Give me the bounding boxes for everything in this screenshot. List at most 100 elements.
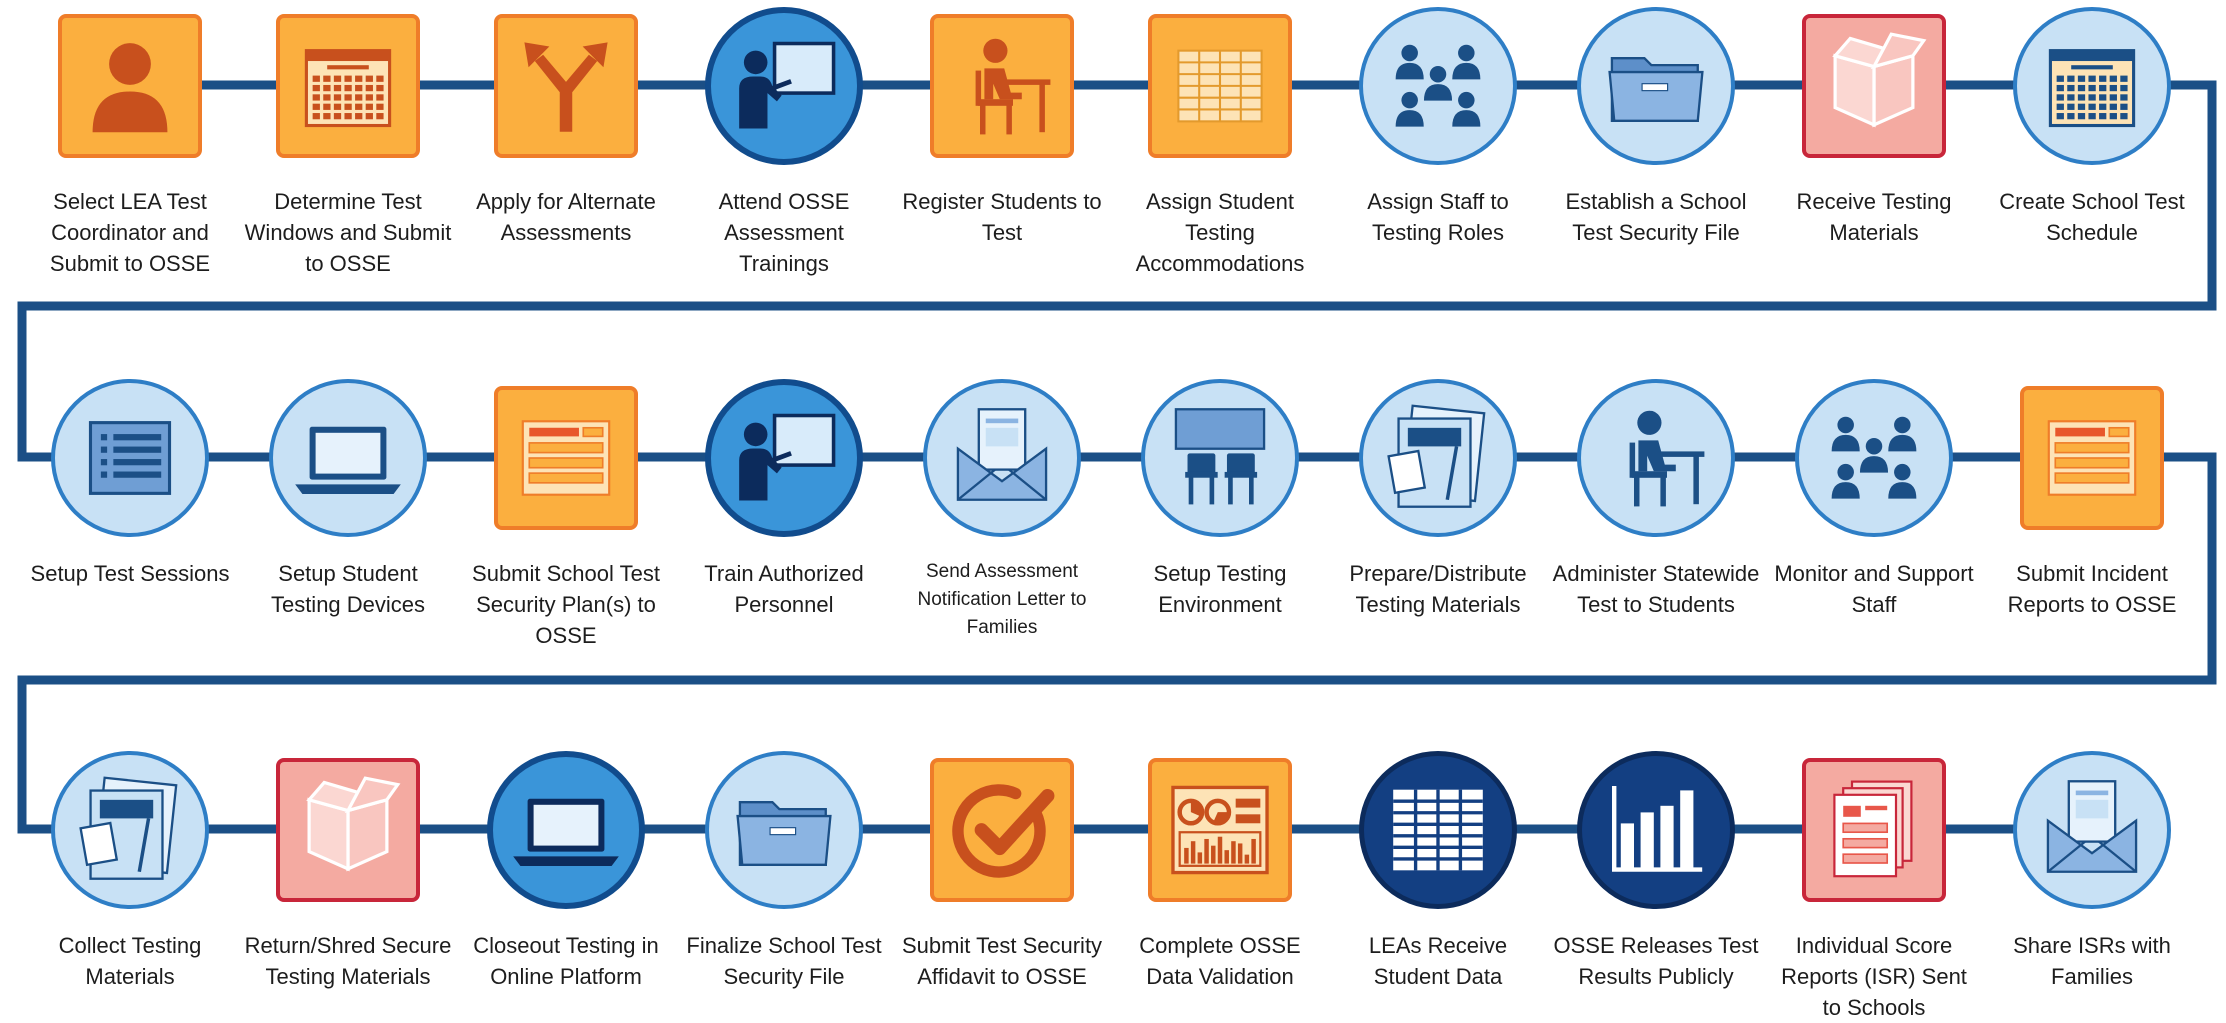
step-label: Establish a School Test Security File	[1565, 189, 1747, 245]
spreadsheet-icon	[1148, 14, 1292, 158]
step-icon-badge	[1140, 378, 1300, 538]
people-group-icon	[1359, 7, 1517, 165]
flow-step: Setup Testing Environment	[1115, 378, 1325, 638]
step-label: Setup Student Testing Devices	[270, 561, 426, 617]
step-icon-badge	[1794, 6, 1954, 166]
step-label: Determine Test Windows and Submit to OSS…	[244, 189, 452, 276]
step-icon-badge	[1576, 378, 1736, 538]
step-icon-badge	[1794, 378, 1954, 538]
step-icon-badge	[268, 378, 428, 538]
flow-step: Share ISRs with Families	[1987, 750, 2197, 1010]
step-label: OSSE Releases Test Results Publicly	[1553, 933, 1759, 989]
step-icon-badge	[1358, 378, 1518, 538]
flow-step: Submit Incident Reports to OSSE	[1987, 378, 2197, 638]
step-icon-badge	[2012, 6, 2172, 166]
flow-step: Apply for Alternate Assessments	[461, 6, 671, 266]
calendar-icon	[2013, 7, 2171, 165]
step-icon-badge	[1576, 750, 1736, 910]
flow-step: Setup Student Testing Devices	[243, 378, 453, 638]
step-label: Submit Test Security Affidavit to OSSE	[901, 933, 1103, 989]
flow-step: Complete OSSE Data Validation	[1115, 750, 1325, 1010]
folder-icon	[1577, 7, 1735, 165]
step-label: Collect Testing Materials	[58, 933, 202, 989]
step-label: Prepare/Distribute Testing Materials	[1349, 561, 1527, 617]
step-label: Setup Testing Environment	[1153, 561, 1287, 617]
step-label: Assign Staff to Testing Roles	[1367, 189, 1509, 245]
people-group-icon	[1795, 379, 1953, 537]
step-icon-badge	[268, 750, 428, 910]
step-label: Select LEA Test Coordinator and Submit t…	[49, 189, 211, 276]
step-icon-badge	[486, 378, 646, 538]
step-label: Apply for Alternate Assessments	[476, 189, 656, 245]
flow-step: Individual Score Reports (ISR) Sent to S…	[1769, 750, 1979, 1020]
laptop-icon	[487, 751, 645, 909]
flow-step: Train Authorized Personnel	[679, 378, 889, 638]
flow-step: Monitor and Support Staff	[1769, 378, 1979, 638]
flow-step: Submit Test Security Affidavit to OSSE	[897, 750, 1107, 1010]
flow-step: Select LEA Test Coordinator and Submit t…	[25, 6, 235, 276]
presenter-icon	[705, 7, 863, 165]
step-icon-badge	[2012, 750, 2172, 910]
flow-step: Assign Staff to Testing Roles	[1333, 6, 1543, 266]
step-label: Finalize School Test Security File	[686, 933, 882, 989]
step-icon-badge	[1358, 750, 1518, 910]
step-label: Receive Testing Materials	[1796, 189, 1952, 245]
step-icon-badge	[704, 750, 864, 910]
step-label: Return/Shred Secure Testing Materials	[244, 933, 452, 989]
step-icon-badge	[486, 6, 646, 166]
data-table-icon	[1359, 751, 1517, 909]
step-label: Register Students to Test	[902, 189, 1102, 245]
form-icon	[2020, 386, 2164, 530]
flow-step: OSSE Releases Test Results Publicly	[1551, 750, 1761, 1010]
step-label: Attend OSSE Assessment Trainings	[718, 189, 850, 276]
step-label: Monitor and Support Staff	[1774, 561, 1974, 617]
step-label: LEAs Receive Student Data	[1368, 933, 1508, 989]
step-label: Submit School Test Security Plan(s) to O…	[472, 561, 660, 648]
flow-step: Collect Testing Materials	[25, 750, 235, 1010]
laptop-icon	[269, 379, 427, 537]
flow-step: Prepare/Distribute Testing Materials	[1333, 378, 1543, 638]
flow-step: Administer Statewide Test to Students	[1551, 378, 1761, 638]
form-icon	[494, 386, 638, 530]
flow-step: Establish a School Test Security File	[1551, 6, 1761, 266]
flow-step: Finalize School Test Security File	[679, 750, 889, 1010]
step-icon-badge	[50, 378, 210, 538]
envelope-letter-icon	[923, 379, 1081, 537]
bar-chart-icon	[1577, 751, 1735, 909]
checkmark-icon	[930, 758, 1074, 902]
flow-step: Return/Shred Secure Testing Materials	[243, 750, 453, 1010]
documents-icon	[51, 751, 209, 909]
open-box-icon	[276, 758, 420, 902]
person-icon	[58, 14, 202, 158]
flow-step: Create School Test Schedule	[1987, 6, 2197, 266]
step-label: Train Authorized Personnel	[704, 561, 864, 617]
open-box-icon	[1802, 14, 1946, 158]
flow-step: Receive Testing Materials	[1769, 6, 1979, 266]
step-icon-badge	[1140, 750, 1300, 910]
flow-step: Closeout Testing in Online Platform	[461, 750, 671, 1010]
step-label: Submit Incident Reports to OSSE	[2007, 561, 2177, 617]
student-desk-icon	[1577, 379, 1735, 537]
step-icon-badge	[704, 6, 864, 166]
step-label: Send Assessment Notification Letter to F…	[917, 561, 1087, 638]
step-icon-badge	[922, 750, 1082, 910]
calendar-icon	[276, 14, 420, 158]
flow-step: LEAs Receive Student Data	[1333, 750, 1543, 1010]
step-icon-badge	[704, 378, 864, 538]
step-label: Assign Student Testing Accommodations	[1135, 189, 1305, 276]
step-icon-badge	[50, 6, 210, 166]
step-icon-badge	[922, 378, 1082, 538]
folder-icon	[705, 751, 863, 909]
connector-path	[17, 80, 2217, 834]
flow-step: Setup Test Sessions	[25, 378, 235, 638]
step-label: Setup Test Sessions	[30, 561, 230, 586]
list-icon	[51, 379, 209, 537]
step-label: Closeout Testing in Online Platform	[473, 933, 659, 989]
flow-step: Submit School Test Security Plan(s) to O…	[461, 378, 671, 648]
presenter-icon	[705, 379, 863, 537]
step-label: Individual Score Reports (ISR) Sent to S…	[1781, 933, 1967, 1020]
step-icon-badge	[2012, 378, 2172, 538]
flow-step: Register Students to Test	[897, 6, 1107, 266]
step-label: Create School Test Schedule	[1999, 189, 2185, 245]
